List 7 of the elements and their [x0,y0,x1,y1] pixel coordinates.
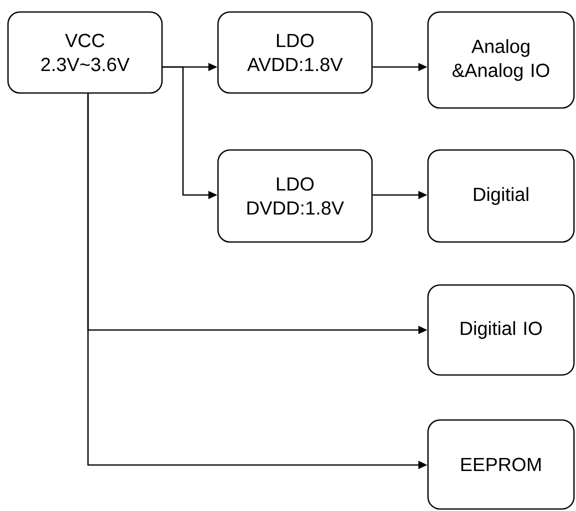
output-box: EEPROM [427,419,575,510]
source-box: VCC 2.3V~3.6V [7,11,163,94]
regulator-box: LDO AVDD:1.8V [217,11,373,94]
regulator-box: LDO DVDD:1.8V [217,149,373,243]
output-box: Digitial [427,149,575,243]
output-box: Digitial IO [427,284,575,376]
output-box: Analog &Analog IO [427,11,575,109]
